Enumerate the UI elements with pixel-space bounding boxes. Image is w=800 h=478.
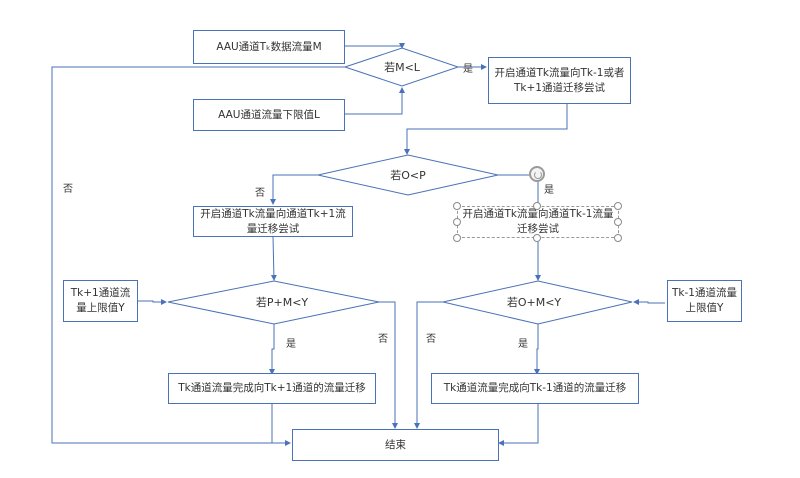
edge-both-to-op (404, 104, 568, 155)
label-no-pmy: 否 (378, 334, 388, 345)
input-upper-limit-y-minus[interactable]: Tk-1通道流量上限值Y (667, 280, 742, 322)
edge-pmy-no (379, 301, 398, 429)
edge-pmy-yes (269, 324, 275, 375)
input-lower-limit-l[interactable]: AAU通道流量下限值L (193, 99, 345, 131)
edge-l-to-ml (345, 87, 405, 115)
process-done-minus[interactable]: Tk通道流量完成向Tk-1通道的流量迁移 (431, 373, 639, 404)
decision-ml-text: 若M<L (384, 61, 420, 74)
resize-handle-tr[interactable] (614, 202, 622, 210)
edge-yminus-to-omy (633, 299, 665, 305)
edge-yplus-to-pmy (137, 299, 167, 305)
decision-op-text: 若O<P (390, 169, 426, 182)
label-yes-pmy: 是 (286, 339, 296, 350)
resize-handle-mr[interactable] (614, 218, 622, 226)
resize-handle-br[interactable] (614, 234, 622, 242)
edge-plus-to-pmy (270, 235, 277, 281)
decision-pmy-text: 若P+M<Y (255, 296, 309, 309)
input-data-flow-m[interactable]: AAU通道Tₖ数据流量M (193, 30, 345, 64)
resize-handle-bm[interactable] (533, 234, 541, 242)
label-no-ml: 否 (63, 184, 73, 195)
input-upper-limit-y-plus[interactable]: Tk+1通道流量上限值Y (63, 280, 138, 322)
decision-omy-text: 若O+M<Y (506, 296, 562, 309)
edge-m-to-ml (345, 43, 405, 49)
edge-op-no (270, 174, 318, 205)
rotate-handle-icon[interactable] (529, 166, 545, 182)
label-no-op: 否 (255, 188, 265, 199)
label-yes-ml: 是 (463, 64, 473, 75)
edge-omy-no (414, 301, 443, 429)
label-no-omy: 否 (426, 334, 436, 345)
edge-omy-yes (534, 324, 540, 375)
edge-doneplus-to-end (271, 403, 290, 444)
process-done-plus[interactable]: Tk通道流量完成向Tk+1通道的流量迁移 (168, 373, 376, 404)
decision-omy-shape (442, 280, 633, 325)
terminal-end[interactable]: 结束 (292, 429, 499, 461)
resize-handle-bl[interactable] (453, 234, 461, 242)
resize-handle-tl[interactable] (453, 202, 461, 210)
label-yes-op: 是 (544, 185, 554, 196)
edge-doneminus-to-end (498, 403, 539, 446)
label-yes-omy: 是 (518, 339, 528, 350)
process-try-plus[interactable]: 开启通道Tk流量向通道Tk+1流量迁移尝试 (193, 206, 353, 237)
resize-handle-tm[interactable] (533, 202, 541, 210)
process-try-both[interactable]: 开启通道Tk流量向Tk-1或者Tk+1通道迁移尝试 (488, 57, 631, 104)
resize-handle-ml[interactable] (453, 218, 461, 226)
edge-ml-no (51, 66, 345, 446)
